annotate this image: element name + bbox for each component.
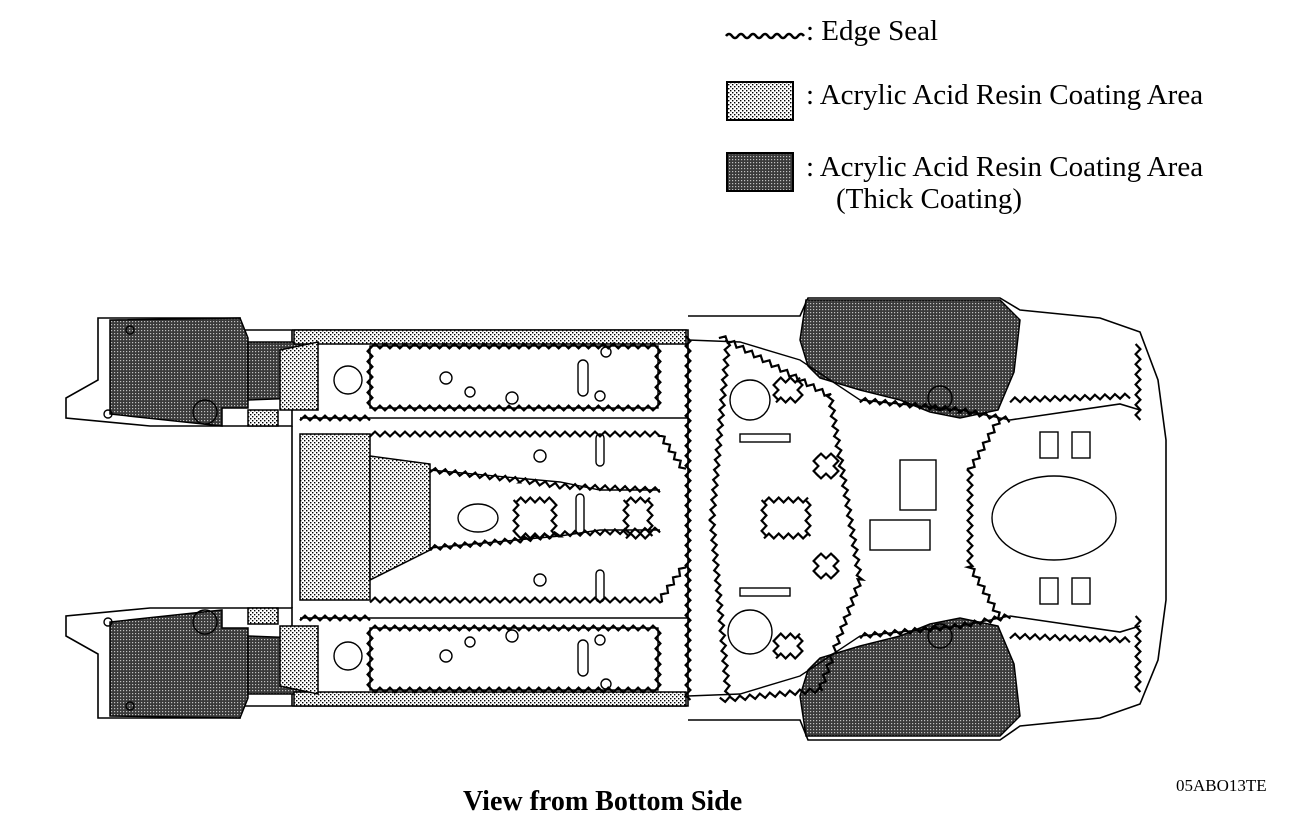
edge-seal-line bbox=[1009, 632, 1131, 644]
edge-seal-line bbox=[772, 376, 804, 404]
thick-coating-swatch bbox=[726, 152, 794, 192]
thick-coating-areas bbox=[109, 299, 1021, 737]
edge-seal-line bbox=[812, 552, 840, 580]
edge-seal-line bbox=[718, 334, 867, 704]
edge-seal-line bbox=[429, 526, 661, 552]
figure-code: 05ABO13TE bbox=[1176, 776, 1267, 795]
edge-seal-line bbox=[760, 496, 812, 540]
edge-seal-line bbox=[366, 342, 662, 412]
edge-seal-lines bbox=[299, 334, 1142, 704]
edge-seal-line bbox=[1134, 343, 1142, 421]
edge-seal-line bbox=[369, 430, 687, 470]
legend-coating-label: : Acrylic Acid Resin Coating Area bbox=[806, 79, 1204, 111]
edge-seal-line bbox=[812, 452, 840, 480]
edge-seal-line bbox=[1134, 615, 1142, 693]
edge-seal-line bbox=[512, 496, 558, 540]
edge-seal-swatch bbox=[725, 32, 805, 40]
edge-seal-line bbox=[429, 466, 661, 494]
coating-areas bbox=[247, 329, 687, 707]
coating-swatch bbox=[726, 81, 794, 121]
edge-seal-line bbox=[622, 496, 654, 540]
edge-seal-line bbox=[684, 335, 692, 701]
edge-seal-line bbox=[299, 614, 371, 622]
edge-seal-line bbox=[772, 632, 804, 660]
edge-seal-line bbox=[963, 416, 1001, 620]
edge-seal-line bbox=[708, 339, 732, 697]
edge-seal-line bbox=[859, 613, 1012, 640]
edge-seal-line bbox=[299, 414, 371, 422]
legend-thick-coating-label: : Acrylic Acid Resin Coating Area bbox=[806, 151, 1204, 183]
legend-edge-seal-label: : Edge Seal bbox=[806, 15, 939, 47]
edge-seal-line bbox=[369, 566, 687, 604]
edge-seal-line bbox=[1009, 392, 1131, 404]
edge-seal-line bbox=[366, 624, 662, 694]
edge-seal-line bbox=[859, 396, 1011, 424]
diagram-caption: View from Bottom Side bbox=[463, 786, 743, 817]
legend-thick-coating-sublabel: (Thick Coating) bbox=[836, 183, 1023, 215]
